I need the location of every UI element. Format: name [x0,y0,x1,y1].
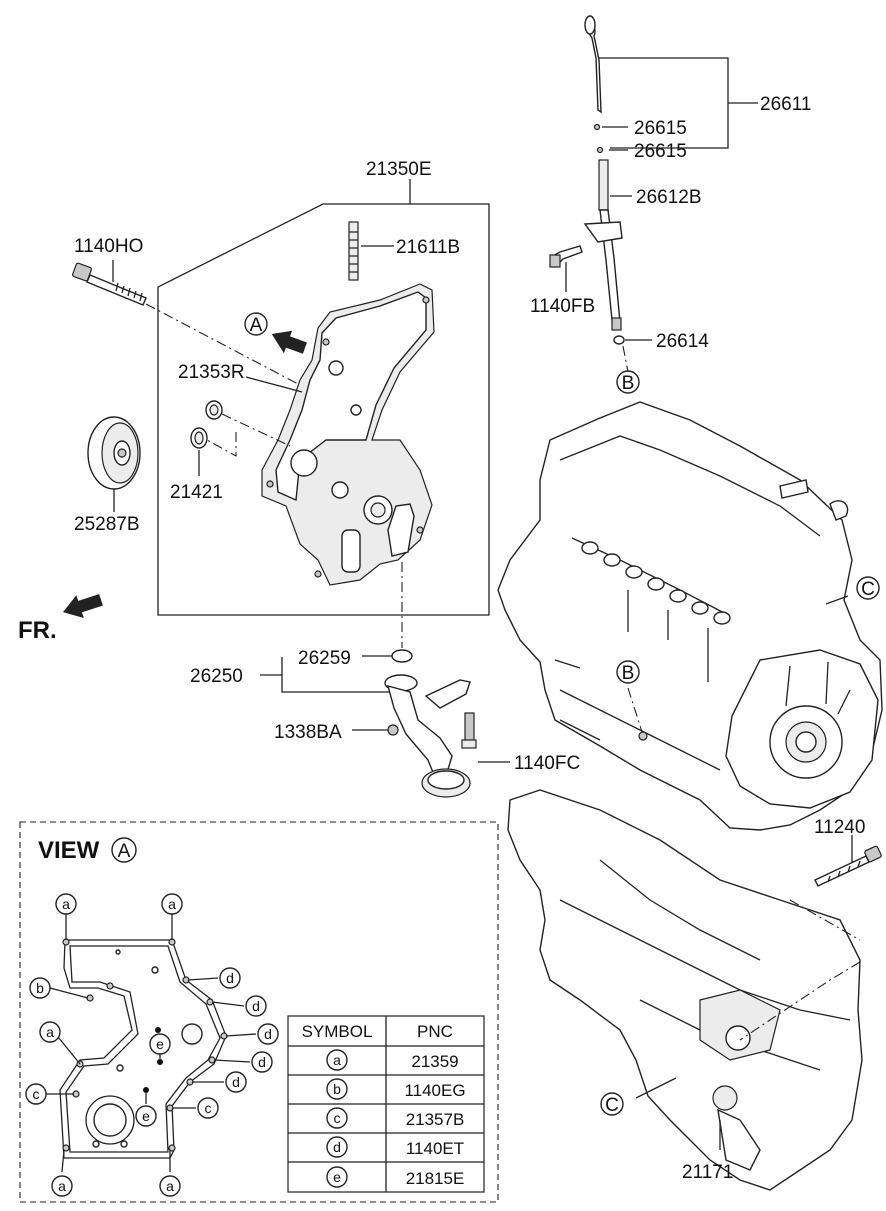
marker-a-label: A [250,315,263,336]
table-row: a 21359 [326,1049,459,1071]
svg-text:21815E: 21815E [406,1169,465,1188]
callout-1140fb: 1140FB [530,296,595,317]
callout-26259: 26259 [298,648,351,669]
callout-25287b: 25287B [74,514,140,535]
symbol-pnc-table: SYMBOL PNC a 21359 b 1140EG c 21357B d 1… [287,1015,485,1193]
svg-text:1140ET: 1140ET [406,1139,464,1158]
callout-21350e: 21350E [366,159,432,180]
marker-c-pan-label: C [605,1095,619,1116]
svg-text:a: a [168,896,176,912]
callout-21171: 21171 [682,1162,733,1183]
svg-text:b: b [36,980,44,996]
svg-text:d: d [232,1074,240,1090]
view-symbol-c2: c [25,1083,47,1105]
view-symbol-a3: a [39,1021,61,1043]
callout-21421: 21421 [170,482,223,503]
oil-pan [507,789,882,1191]
timing-cover-box [157,179,490,616]
exhaust-ports [581,541,731,625]
view-symbol-c1: c [197,1097,219,1119]
svg-text:e: e [142,1108,150,1124]
view-symbol-a2: a [161,893,183,915]
table-row: c 21357B [326,1107,465,1129]
callout-21353r: 21353R [178,362,245,383]
marker-a: A [244,312,268,336]
marker-b-top: B [616,370,640,394]
dipstick-assembly [549,15,625,345]
svg-text:a: a [166,1178,174,1194]
marker-b-top-label: B [622,373,635,394]
view-symbol-a4: a [51,1175,73,1197]
svg-text:e: e [156,1036,164,1052]
engine-block [497,401,883,831]
svg-text:a: a [58,1178,66,1194]
front-label: FR. [18,617,57,644]
marker-c-engine-label: C [861,579,875,600]
callout-26615-a: 26615 [634,118,687,139]
table-row: d 1140ET [326,1136,464,1158]
stud-21611b [348,221,394,281]
callout-26614: 26614 [656,331,709,352]
svg-text:21357B: 21357B [406,1110,465,1129]
seals [190,376,303,476]
svg-text:c: c [33,1086,40,1102]
marker-c-pan: C [600,1092,624,1116]
svg-text:a: a [62,896,70,912]
table-row: b 1140EG [326,1078,466,1100]
view-symbol-b: b [29,977,51,999]
svg-text:b: b [333,1081,341,1097]
svg-text:1140EG: 1140EG [404,1081,465,1100]
svg-text:a: a [333,1052,341,1068]
view-arrow [271,330,307,354]
svg-text:d: d [264,1026,272,1042]
callout-21611b: 21611B [396,237,460,258]
view-symbol-d5: d [225,1071,247,1093]
view-marker: A [118,841,131,862]
callout-1140ho: 1140HO [74,236,143,257]
view-symbol-d1: d [219,967,241,989]
view-symbol-a5: a [159,1175,181,1197]
svg-text:d: d [258,1054,266,1070]
flywheel-housing [725,649,879,809]
view-symbol-d4: d [251,1051,273,1073]
callout-26615-b: 26615 [634,141,687,162]
timing-cover [261,283,435,586]
svg-text:d: d [333,1139,341,1155]
view-a-panel: VIEW A a a b d [19,821,499,1203]
svg-text:d: d [252,998,260,1014]
svg-text:21359: 21359 [411,1052,458,1071]
marker-c-engine: C [856,576,880,600]
view-symbol-e1: e [149,1033,171,1055]
callout-11240: 11240 [814,817,865,838]
callout-26612b: 26612B [636,187,702,208]
bolt-1140ho [72,260,301,386]
marker-b-engine: B [616,660,640,684]
svg-text:a: a [46,1024,54,1040]
pulley-25287b [87,416,141,512]
svg-text:e: e [333,1169,341,1185]
table-row: e 21815E [326,1166,465,1188]
table-header-symbol: SYMBOL [302,1022,373,1041]
svg-text:c: c [205,1100,212,1116]
svg-text:d: d [226,970,234,986]
front-arrow [62,594,103,619]
callout-26611: 26611 [760,94,811,115]
callout-26250: 26250 [190,666,243,687]
oil-pickup [260,562,510,798]
callout-1140fc: 1140FC [514,753,580,774]
marker-b-engine-label: B [622,663,635,684]
dipstick-leaders [565,57,758,373]
svg-text:c: c [334,1110,341,1126]
view-symbol-a1: a [55,893,77,915]
view-symbol-d2: d [245,995,267,1017]
view-symbol-e2: e [135,1105,157,1127]
view-symbol-d3: d [257,1023,279,1045]
view-title: VIEW [38,837,100,864]
callout-1338ba: 1338BA [274,722,342,743]
table-header-pnc: PNC [417,1022,453,1041]
